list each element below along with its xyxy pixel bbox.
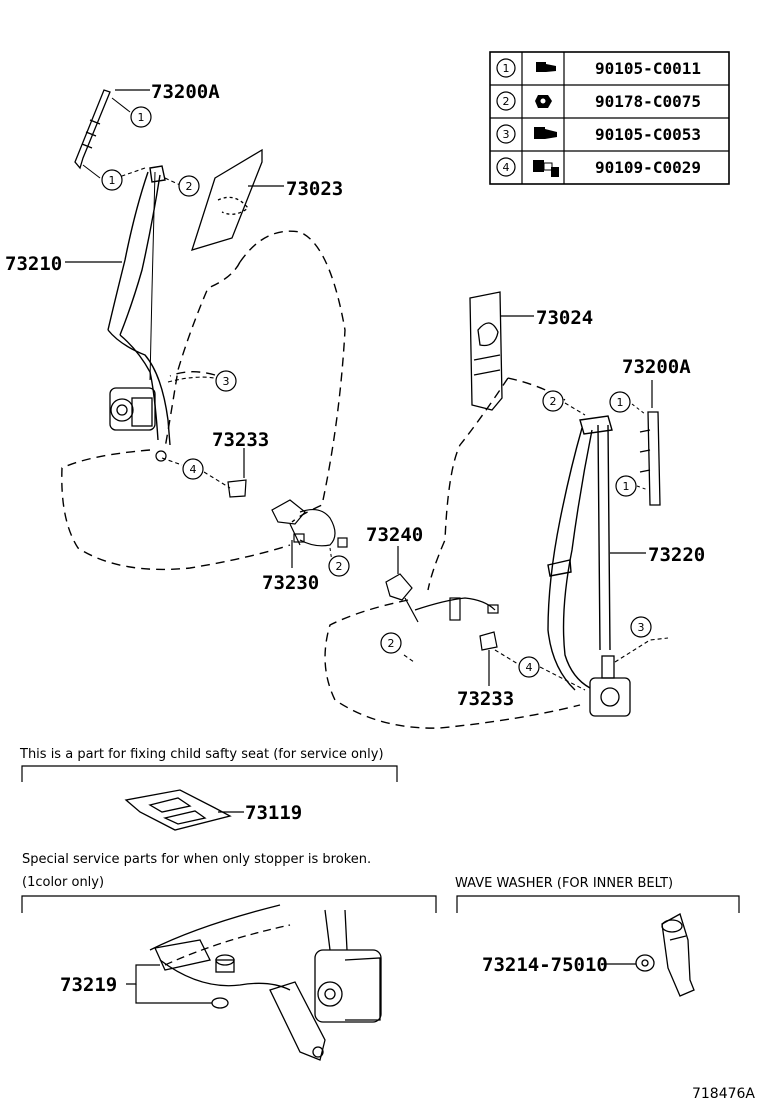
right-seat-outline <box>324 377 581 729</box>
callout-number: 1 <box>109 174 116 187</box>
part-label-73210: 73210 <box>5 253 62 275</box>
pillar-trim-lower <box>469 291 503 411</box>
stopper-leader <box>126 964 212 1004</box>
stud-bolt-icon <box>533 160 559 177</box>
section-bracket-stopper <box>21 895 437 913</box>
part-label-73024: 73024 <box>536 307 593 329</box>
child-seat-note: This is a part for fixing child safty se… <box>19 747 384 762</box>
right-retractor <box>589 655 631 717</box>
part-label-73219: 73219 <box>60 974 117 996</box>
table-row: 4 90109-C0029 <box>496 157 701 177</box>
section-bracket-child-seat <box>21 765 398 782</box>
table-row: 3 90105-C0053 <box>496 124 701 144</box>
part-label-73200a-left: 73200A <box>151 81 220 103</box>
callout-number: 1 <box>617 396 624 409</box>
inner-buckle-left <box>271 499 348 548</box>
table-ref: 2 <box>503 95 510 108</box>
pillar-trim-upper <box>191 148 263 251</box>
figure-id: 718476A <box>692 1086 755 1102</box>
table-ref: 4 <box>503 161 510 174</box>
nut-icon <box>535 95 552 108</box>
callout-markers <box>101 106 652 678</box>
callout-numbers: 1 1 2 3 4 2 2 1 1 3 2 4 <box>109 111 645 674</box>
stopper-note-line1: Special service parts for when only stop… <box>22 852 371 867</box>
section-bracket-wave-washer <box>456 895 740 913</box>
part-label-73233-right: 73233 <box>457 688 514 710</box>
callout-number: 4 <box>190 463 197 476</box>
stopper-note-line2: (1color only) <box>22 875 104 890</box>
table-ref: 1 <box>503 62 510 75</box>
callout-number: 4 <box>526 661 533 674</box>
shoulder-anchor-adjuster <box>74 89 111 170</box>
left-seat-outline <box>61 230 346 571</box>
part-labels: 73200A 73023 73210 73233 73230 73024 732… <box>5 81 705 710</box>
wave-washer-note: WAVE WASHER (FOR INNER BELT) <box>455 876 673 891</box>
stopper-assembly <box>149 904 382 1061</box>
right-seat-belt <box>547 415 613 691</box>
callout-number: 1 <box>138 111 145 124</box>
table-part-number: 90109-C0029 <box>595 158 701 177</box>
callout-number: 2 <box>336 560 343 573</box>
inner-buckle-right <box>385 573 499 623</box>
shoulder-anchor-adjuster-right <box>639 411 661 506</box>
callout-number: 3 <box>638 621 645 634</box>
part-label-73023: 73023 <box>286 178 343 200</box>
left-retractor <box>109 387 156 431</box>
table-ref: 3 <box>503 128 510 141</box>
part-label-73233-left: 73233 <box>212 429 269 451</box>
callout-number: 3 <box>223 375 230 388</box>
left-seat-belt <box>107 165 171 446</box>
part-label-73214-75010: 73214-75010 <box>482 954 608 976</box>
table-part-number: 90105-C0011 <box>595 59 701 78</box>
part-label-73200a-right: 73200A <box>622 356 691 378</box>
table-part-number: 90178-C0075 <box>595 92 701 111</box>
callout-number: 2 <box>550 395 557 408</box>
callout-number: 2 <box>388 637 395 650</box>
table-row: 2 90178-C0075 <box>496 91 701 111</box>
part-label-73220: 73220 <box>648 544 705 566</box>
wave-washer-assembly <box>635 913 695 997</box>
callout-leaders-right <box>403 402 669 691</box>
bolt-icon <box>534 127 557 139</box>
callout-number: 2 <box>186 180 193 193</box>
part-label-73230: 73230 <box>262 572 319 594</box>
table-row: 1 90105-C0011 <box>496 58 701 78</box>
buckle-cover-left <box>227 479 247 498</box>
callout-number: 1 <box>623 480 630 493</box>
table-part-number: 90105-C0053 <box>595 125 701 144</box>
fastener-table: 1 90105-C0011 2 90178-C0075 3 90105-C005 <box>489 51 730 185</box>
buckle-cover-right <box>479 631 498 651</box>
bolt-icon <box>536 62 556 72</box>
part-label-73119: 73119 <box>245 802 302 824</box>
child-seat-plate <box>124 789 232 831</box>
part-label-73240: 73240 <box>366 524 423 546</box>
